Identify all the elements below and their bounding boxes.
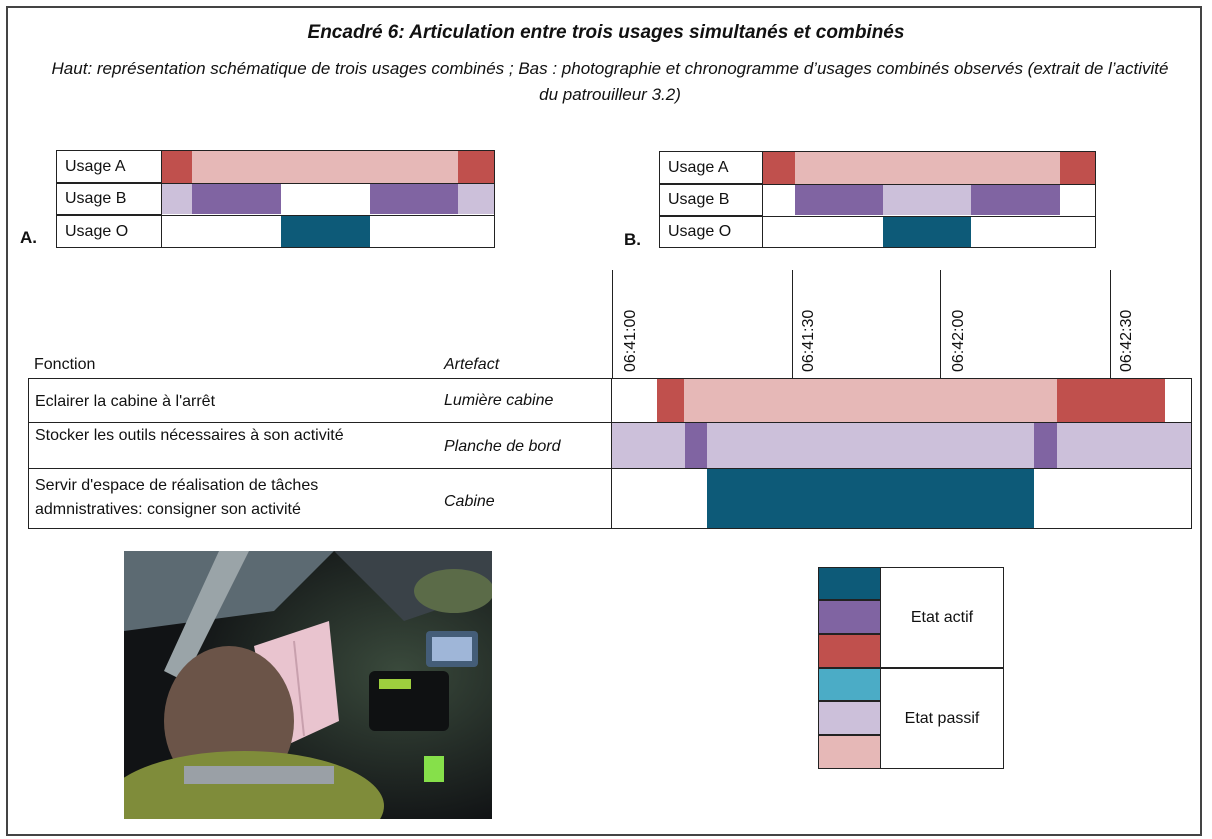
time-tick xyxy=(940,270,941,378)
chrono-active-segment xyxy=(657,379,684,422)
chrono-active-segment xyxy=(1057,379,1165,422)
divider xyxy=(611,378,612,529)
chrono-passive-segment xyxy=(707,423,1034,468)
legend-swatch-active-red xyxy=(818,634,881,668)
usage-b-passive-segment xyxy=(883,185,971,215)
legend-swatch-passive-lavender xyxy=(818,701,881,735)
figure-subtitle: Haut: représentation schématique de troi… xyxy=(51,59,1169,104)
column-header-artefact: Artefact xyxy=(444,356,500,373)
row-fonction: Eclairer la cabine à l'arrêt xyxy=(35,393,216,410)
row-artefact: Planche de bord xyxy=(444,438,561,455)
divider xyxy=(763,216,1096,217)
usage-o-active-segment xyxy=(883,217,971,247)
figure-frame xyxy=(6,6,1202,836)
schema-b-letter: B. xyxy=(624,230,641,249)
legend-swatch-active-teal xyxy=(818,567,881,600)
legend-passive-label: Etat passif xyxy=(880,668,1004,769)
usage-a-active-segment xyxy=(162,151,192,183)
usage-a-active-segment xyxy=(458,151,494,183)
usage-b-passive-segment xyxy=(162,184,192,214)
schema-a-letter: A. xyxy=(20,228,37,247)
schema-b-row-label: Usage A xyxy=(659,151,763,184)
time-tick xyxy=(1110,270,1111,378)
time-label: 06:42:00 xyxy=(950,309,967,372)
chrono-active-segment xyxy=(1034,423,1057,468)
legend-active-label: Etat actif xyxy=(880,567,1004,668)
chrono-passive-segment xyxy=(684,379,1057,422)
schema-a-row-label: Usage O xyxy=(56,215,162,248)
column-header-fonction: Fonction xyxy=(34,356,96,373)
divider xyxy=(162,215,495,216)
chrono-passive-segment xyxy=(1057,423,1191,468)
schema-a-grid xyxy=(161,150,495,248)
time-label: 06:41:00 xyxy=(622,309,639,372)
time-tick xyxy=(612,270,613,378)
photo-icon xyxy=(124,551,492,819)
divider xyxy=(28,422,1192,423)
row-artefact: Lumière cabine xyxy=(444,392,554,409)
chronogram-table xyxy=(28,378,1192,529)
row-fonction: Stocker les outils nécessaires à son act… xyxy=(35,427,344,444)
legend-swatch-passive-pink xyxy=(818,735,881,769)
schema-b-row-label: Usage O xyxy=(659,216,763,248)
usage-a-passive-segment xyxy=(795,152,1060,184)
divider xyxy=(28,468,1192,469)
row-artefact: Cabine xyxy=(444,493,495,510)
time-tick xyxy=(792,270,793,378)
time-label: 06:42:30 xyxy=(1118,309,1135,372)
usage-a-active-segment xyxy=(763,152,795,184)
usage-b-active-segment xyxy=(370,184,458,214)
schema-b-row-label: Usage B xyxy=(659,184,763,216)
schema-a-row-label: Usage A xyxy=(56,150,162,183)
legend-swatch-active-purple xyxy=(818,600,881,634)
usage-a-active-segment xyxy=(1060,152,1095,184)
chrono-active-segment xyxy=(707,469,1034,528)
chrono-active-segment xyxy=(685,423,707,468)
legend-swatch-passive-teal xyxy=(818,668,881,701)
schema-b-grid xyxy=(762,151,1096,248)
chrono-passive-segment xyxy=(612,423,685,468)
schema-a-row-label: Usage B xyxy=(56,183,162,215)
usage-a-passive-segment xyxy=(192,151,458,183)
figure-title: Encadré 6: Articulation entre trois usag… xyxy=(307,22,905,43)
usage-b-active-segment xyxy=(192,184,281,214)
usage-o-active-segment xyxy=(281,216,370,247)
cabin-photo xyxy=(124,551,492,819)
divider xyxy=(162,183,495,184)
usage-b-active-segment xyxy=(795,185,883,215)
row-fonction: Servir d'espace de réalisation de tâches… xyxy=(35,477,319,518)
time-label: 06:41:30 xyxy=(800,309,817,372)
divider xyxy=(763,184,1096,185)
usage-b-active-segment xyxy=(971,185,1060,215)
usage-b-passive-segment xyxy=(458,184,494,214)
